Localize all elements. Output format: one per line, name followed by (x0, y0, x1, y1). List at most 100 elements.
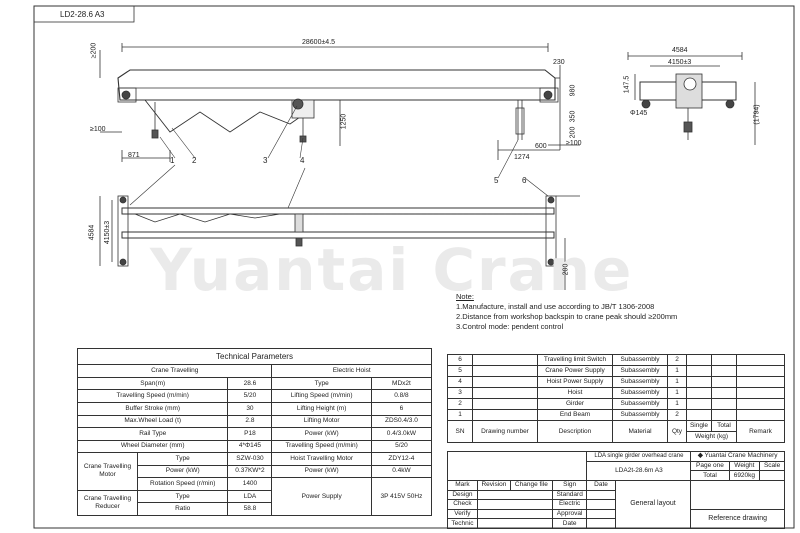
note-line: 2.Distance from workshop backspin to cra… (456, 312, 678, 321)
part-mat: Subassembly (612, 376, 668, 388)
part-remark (736, 409, 785, 421)
tb-mark: Mark (447, 479, 478, 491)
callout-2: 2 (192, 156, 197, 165)
part-total (711, 354, 737, 366)
tech-title: Technical Parameters (77, 347, 432, 366)
tech-label: Lifting Height (m) (271, 401, 372, 416)
callout-1: 1 (170, 156, 175, 165)
part-qty: 1 (667, 398, 687, 410)
part-desc: Travelling limit Switch (537, 354, 613, 366)
part-single (686, 376, 712, 388)
tb-electric: Electric (551, 499, 588, 510)
callout-4: 4 (300, 156, 305, 165)
tech-label: Travelling Speed (m/min) (76, 389, 229, 403)
tech-label: Type (136, 452, 229, 466)
header-remark: Remark (736, 420, 785, 443)
dim-1274: 1274 (514, 154, 530, 161)
part-sn: 6 (447, 354, 473, 366)
general-layout: General layout (614, 479, 692, 530)
part-mat: Subassembly (612, 365, 668, 377)
note-line: 1.Manufacture, install and use according… (456, 302, 655, 311)
part-sn: 4 (447, 376, 473, 388)
tech-value: 1400 (227, 477, 273, 491)
scale-value (759, 470, 785, 481)
part-single (686, 398, 712, 410)
part-mat: Subassembly (612, 409, 668, 421)
total-weight: 6920kg (728, 470, 761, 481)
part-drawing (472, 376, 538, 388)
tech-label: Lifting Speed (m/min) (271, 389, 372, 403)
technical-parameters-table: Technical Parameters Crane Travelling El… (76, 347, 433, 517)
part-desc: Crane Power Supply (537, 365, 613, 377)
tech-value: P18 (227, 427, 273, 441)
part-qty: 2 (667, 409, 687, 421)
tech-label: Type (271, 376, 372, 391)
header-drawing: Drawing number (472, 420, 538, 443)
dim-350: 350 (569, 110, 577, 123)
dim-plan-4584: 4584 (88, 224, 96, 241)
part-drawing (472, 354, 538, 366)
dim-980: 980 (569, 84, 577, 97)
tech-value: 30 (227, 401, 273, 416)
parts-header: SN Drawing number Description Material Q… (447, 420, 785, 443)
part-desc: End Beam (537, 409, 613, 421)
tech-label: Power (kW) (271, 427, 372, 441)
part-qty: 1 (667, 387, 687, 399)
watermark: Yuantai Crane (150, 236, 634, 304)
header-mat: Material (612, 420, 668, 443)
notes: Note: 1.Manufacture, install and use acc… (456, 292, 677, 332)
dim-gt200-top: ≥200 (90, 42, 98, 59)
part-mat: Subassembly (612, 387, 668, 399)
part-sn: 3 (447, 387, 473, 399)
part-remark (736, 365, 785, 377)
reference-drawing: Reference drawing (690, 508, 785, 530)
tech-label: Rotation Speed (r/min) (136, 477, 229, 491)
tech-label: Lifting Motor (271, 414, 372, 429)
part-total (711, 365, 737, 377)
part-single (686, 387, 712, 399)
tech-value: MDx2t (370, 376, 433, 391)
part-single (686, 365, 712, 377)
tech-value: 0.8/8 (370, 389, 433, 403)
tb-approval: Approval (551, 508, 588, 520)
tb-technic: Technic (447, 518, 478, 529)
tech-value: 4*Φ145 (227, 439, 273, 454)
leaders (129, 105, 549, 209)
dim-side-wheel: Φ145 (630, 110, 648, 117)
tech-value: 28.6 (227, 376, 273, 391)
dim-plan-200: 200 (562, 263, 570, 276)
tech-crane-travelling: Crane Travelling (76, 364, 273, 378)
title-block: LDA single girder overhead crane ◆ Yuant… (446, 451, 785, 530)
outer-frame (33, 5, 795, 529)
tb-design: Design (447, 489, 478, 501)
tb-verify: Verify (447, 508, 478, 520)
tech-electric-hoist: Electric Hoist (271, 364, 432, 378)
part-qty: 1 (667, 376, 687, 388)
header-sn: SN (447, 420, 473, 443)
product-name: LDA single girder overhead crane (586, 451, 692, 462)
part-drawing (472, 365, 538, 377)
part-sn: 1 (447, 409, 473, 421)
part-sn: 5 (447, 365, 473, 377)
part-mat: Subassembly (612, 354, 668, 366)
tb-check: Check (447, 499, 478, 510)
part-total (711, 376, 737, 388)
tech-value: 2.8 (227, 414, 273, 429)
total-label: Total (690, 470, 730, 481)
side-view (627, 52, 756, 145)
dim-left-offset: 871 (128, 152, 140, 159)
header-qty: Qty (667, 420, 687, 443)
part-remark (736, 376, 785, 388)
tech-value: 5/20 (227, 389, 273, 403)
part-qty: 1 (667, 365, 687, 377)
part-desc: Hoist (537, 387, 613, 399)
dim-1250: 1250 (340, 113, 348, 130)
tech-value: ZDY12-4 (370, 452, 433, 466)
dim-200: 200 (569, 126, 577, 139)
part-single (686, 354, 712, 366)
tech-value: SZW-030 (227, 452, 273, 466)
dim-side-4584: 4584 (672, 47, 688, 54)
